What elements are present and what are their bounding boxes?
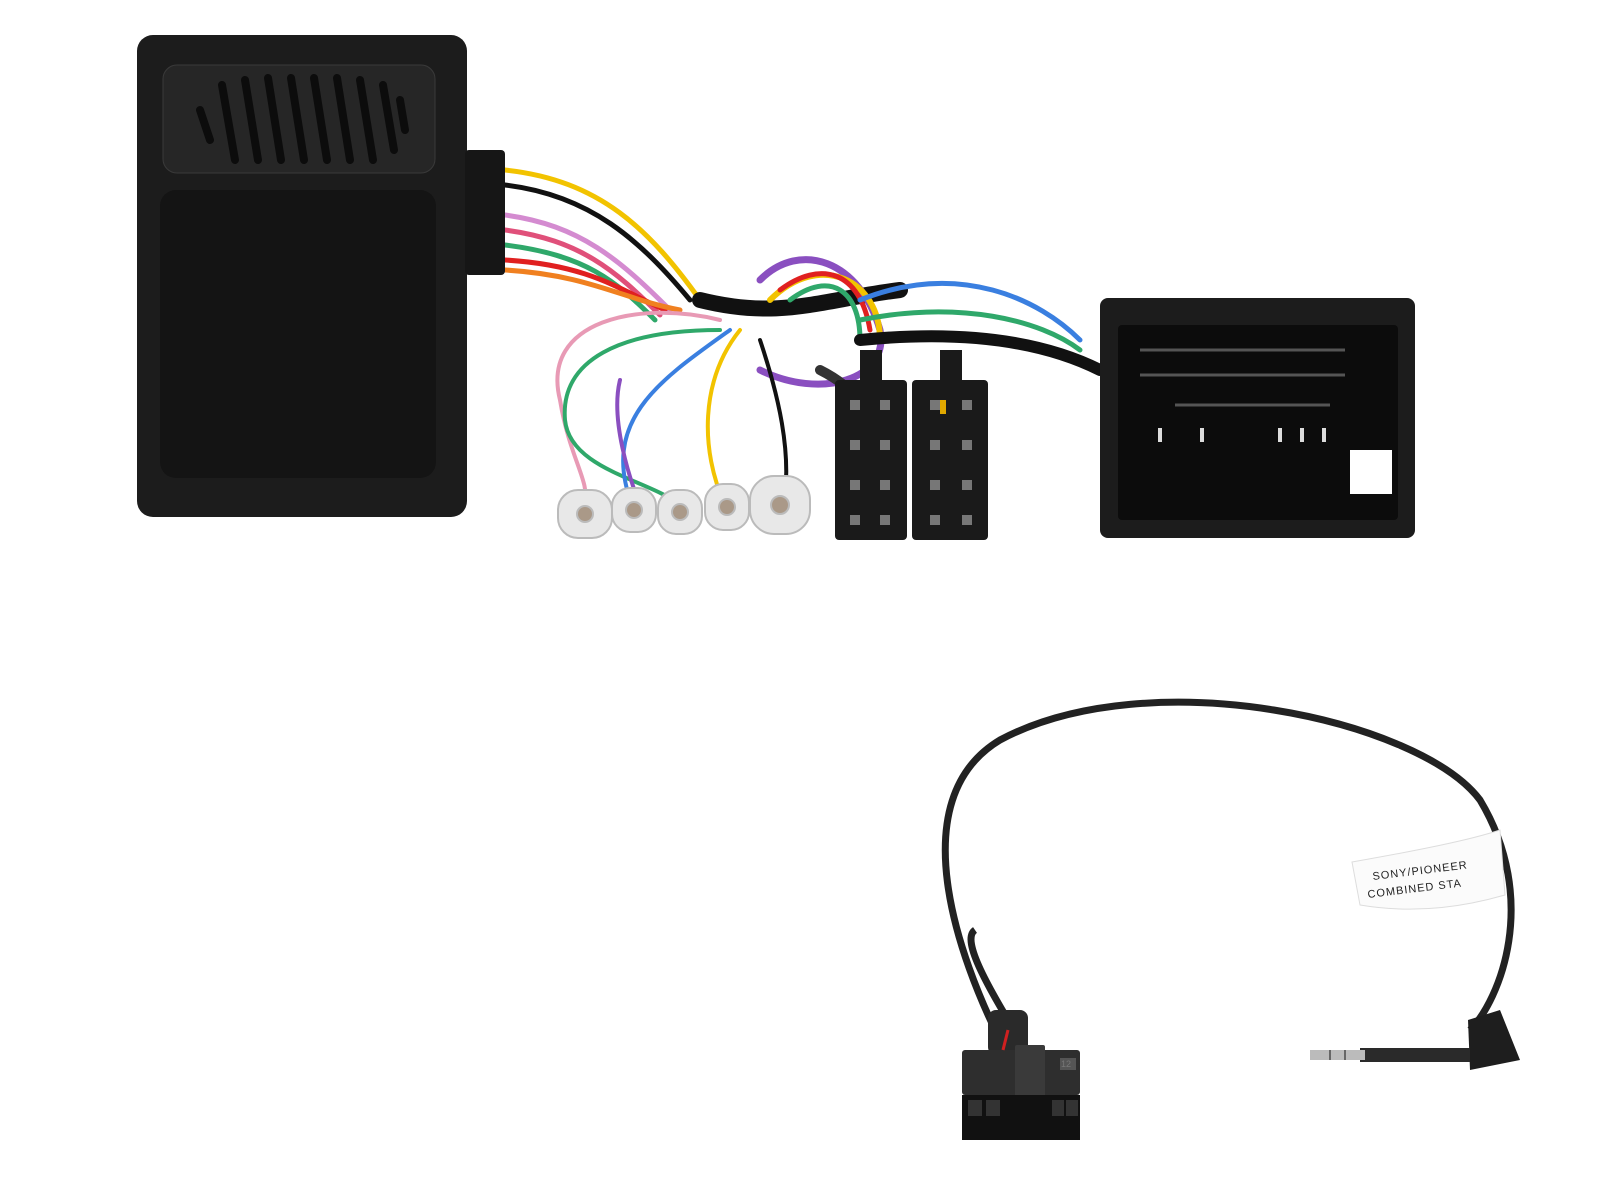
cable-label: SONY/PIONEER COMBINED STA — [1351, 829, 1506, 910]
12-pin-connector: 12 — [962, 1010, 1080, 1140]
bullet-connectors — [557, 475, 811, 539]
speaker-grille-icon — [196, 74, 409, 164]
pin-count-marking: 12 — [1061, 1059, 1071, 1069]
interface-module — [137, 35, 505, 517]
patch-lead: SONY/PIONEER COMBINED STA 12 — [941, 698, 1520, 1140]
3.5mm-jack-plug — [1310, 1010, 1520, 1070]
vehicle-connector — [1100, 298, 1415, 538]
iso-connectors — [835, 350, 988, 540]
wire-bundle — [502, 167, 1106, 507]
